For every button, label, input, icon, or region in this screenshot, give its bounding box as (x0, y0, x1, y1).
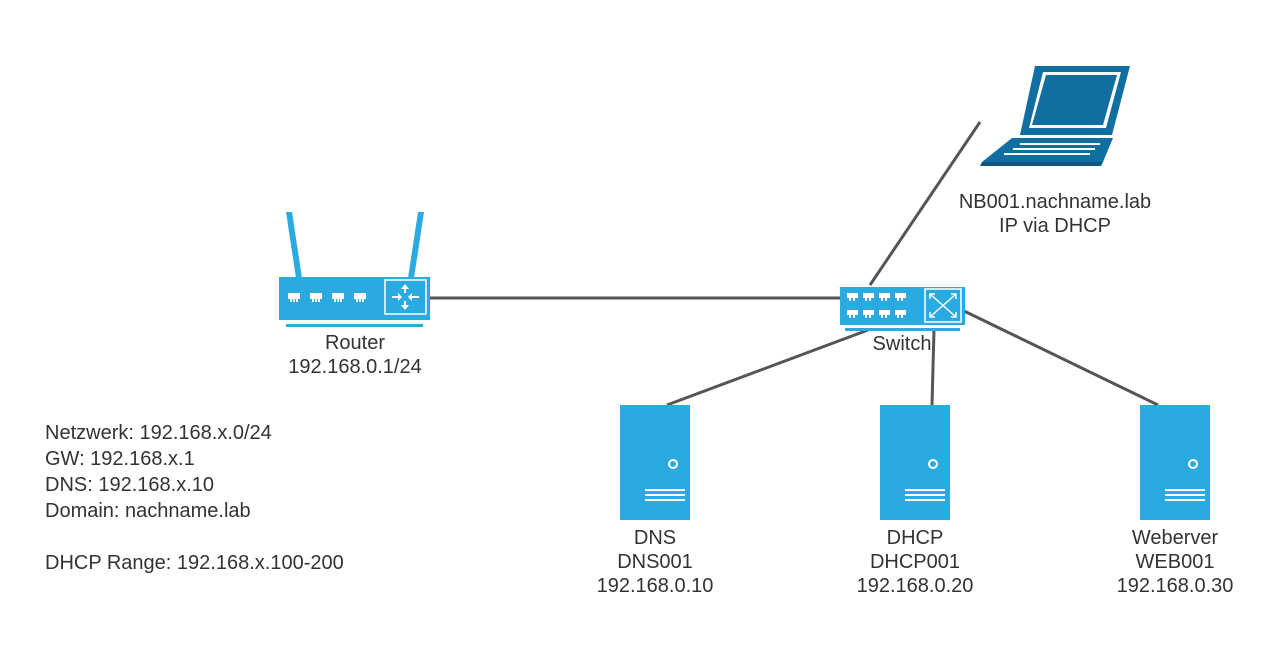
dhcp-server-label: DHCP DHCP001 192.168.0.20 (857, 526, 974, 598)
network-info-dhcp-range: DHCP Range: 192.168.x.100-200 (45, 552, 344, 574)
dhcp-server-icon[interactable] (880, 405, 950, 520)
dns-server-label: DNS DNS001 192.168.0.10 (597, 526, 714, 598)
router-label: Router 192.168.0.1/24 (288, 331, 421, 379)
network-info-dns: DNS: 192.168.x.10 (45, 474, 214, 496)
web-server-role: Weberver (1131, 527, 1219, 549)
link-switch-dhcp (930, 329, 936, 406)
switch-icon[interactable] (840, 287, 965, 331)
link-switch-laptop (868, 121, 982, 286)
network-info-network: Netzwerk: 192.168.x.0/24 (45, 422, 272, 444)
laptop-ip: IP via DHCP (999, 215, 1111, 237)
link-switch-web (961, 308, 1159, 407)
network-info-domain: Domain: nachname.lab (45, 500, 251, 522)
dns-server-icon[interactable] (620, 405, 690, 520)
dns-server-role: DNS (633, 527, 677, 549)
connections (430, 121, 1159, 407)
router-ip: 192.168.0.1/24 (288, 356, 422, 378)
web-server-label: Weberver WEB001 192.168.0.30 (1117, 526, 1234, 598)
switch-name: Switch (872, 333, 932, 355)
router-name: Router (324, 332, 386, 354)
router-icon[interactable] (279, 212, 430, 327)
dhcp-server-role: DHCP (886, 527, 944, 549)
dns-server-hostname: DNS001 (617, 551, 693, 573)
link-switch-dns (666, 328, 869, 407)
web-server-ip: 192.168.0.30 (1116, 575, 1234, 597)
network-info-spacer (45, 525, 344, 551)
laptop-icon[interactable] (980, 66, 1130, 166)
web-server-icon[interactable] (1140, 405, 1210, 520)
network-info-gateway: GW: 192.168.x.1 (45, 448, 195, 470)
dns-server-ip: 192.168.0.10 (596, 575, 714, 597)
network-info: Netzwerk: 192.168.x.0/24 GW: 192.168.x.1… (45, 421, 344, 577)
laptop-hostname: NB001.nachname.lab (958, 191, 1152, 213)
switch-label: Switch (873, 332, 932, 356)
dhcp-server-hostname: DHCP001 (869, 551, 961, 573)
dhcp-server-ip: 192.168.0.20 (856, 575, 974, 597)
web-server-hostname: WEB001 (1135, 551, 1215, 573)
laptop-label: NB001.nachname.lab IP via DHCP (959, 190, 1151, 238)
